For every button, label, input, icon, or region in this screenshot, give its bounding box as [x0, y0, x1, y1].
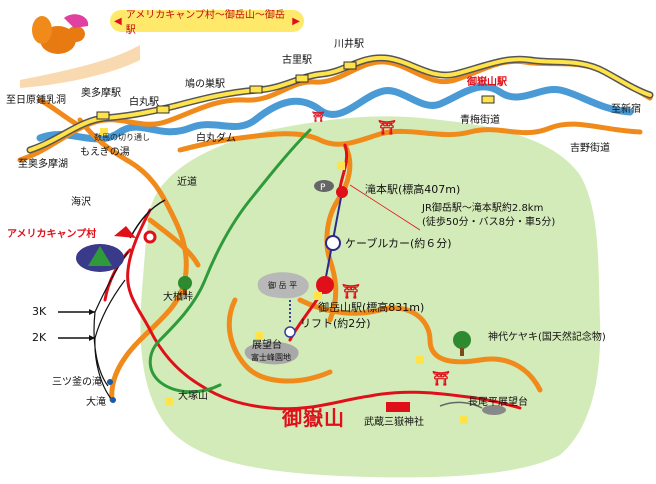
mascot-squirrel-icon [20, 14, 140, 88]
torii-icon: ⛩ ⛩ ⛩ ⛩ [312, 110, 450, 387]
map-title-banner: ◀ アメリカキャンプ村〜御岳山〜御岳駅 ▶ [110, 10, 304, 36]
mitake-taira-label: 御 岳 平 [268, 281, 298, 290]
hatonosu-station-label: 鳩の巣駅 [185, 79, 225, 90]
mountain-area [140, 116, 601, 478]
kori-station-label: 古里駅 [282, 55, 312, 66]
musashi-shrine-label: 武蔵三嶽神社 [364, 417, 424, 428]
roads [17, 58, 653, 403]
nagaodaira-pad [482, 405, 506, 415]
direction-shinjuku: 至新宿 [611, 104, 641, 115]
tent-icon [76, 226, 136, 272]
station-icon [343, 61, 357, 70]
cable-info-line1: JR御岳駅〜滝本駅約2.8km [422, 203, 544, 214]
info-leader [349, 184, 421, 231]
title-right-arrow: ▶ [292, 15, 300, 27]
distance-curves [93, 251, 129, 401]
railway [26, 54, 654, 154]
shortcut-sign-label: 数馬の切り通し [94, 133, 150, 142]
green-trail [148, 128, 312, 394]
title-left-arrow: ◀ [114, 15, 122, 27]
map-title: アメリカキャンプ村〜御岳山〜御岳駅 [125, 10, 285, 36]
nagaodaira-label: 長尾平展望台 [468, 397, 528, 408]
svg-text:⛩: ⛩ [342, 283, 360, 300]
keyaki-label: 神代ケヤキ(国天然記念物) [488, 332, 606, 343]
station-icon [249, 85, 263, 94]
mitsukama-marker [107, 379, 113, 385]
fujimine-label: 富士峰園地 [251, 353, 291, 362]
svg-text:⛩: ⛩ [378, 119, 396, 136]
station-icon [156, 105, 170, 114]
moegi-onsen-label: もえぎの湯 [80, 147, 130, 158]
tree-icon [178, 276, 471, 356]
station-icon [96, 111, 110, 120]
shortcut-label: 近道 [177, 177, 197, 188]
tama-river [36, 83, 634, 143]
toilet-icon [100, 128, 468, 424]
parking-icon: P [314, 180, 334, 193]
shiromaru-station-label: 白丸駅 [129, 97, 159, 108]
direction-okutamako: 至奥多摩湖 [18, 159, 68, 170]
distance-3k-label: 3K [32, 305, 47, 318]
cable-info-line2: (徒歩50分・バス8分・車5分) [422, 217, 556, 228]
tenbodai-label: 展望台 [252, 340, 282, 351]
camp-label: アメリカキャンプ村 [7, 229, 97, 240]
otsukayama-label: 大塚山 [178, 391, 208, 402]
otaki-marker [110, 397, 116, 403]
lift-end [284, 326, 296, 338]
takimoto-label: 滝本駅(標高407m) [365, 183, 461, 196]
cablecar-label: ケーブルカー(約６分) [345, 237, 452, 250]
onaragi-pass-label: 大楢峠 [163, 292, 193, 303]
ome-kaido-label: 青梅街道 [460, 115, 500, 126]
lift-label: リフト(約2分) [300, 317, 371, 330]
shortcut-path [129, 199, 166, 239]
station-icon [481, 95, 495, 104]
mitsukama-falls-label: 三ツ釜の滝 [52, 377, 102, 388]
mitakesan-station-label: 御嶽山駅 [467, 77, 507, 88]
distance-2k-label: 2K [32, 331, 47, 344]
okutama-station-label: 奥多摩駅 [81, 88, 121, 99]
svg-text:P: P [320, 183, 326, 193]
svg-text:⛩: ⛩ [312, 110, 325, 123]
station-icon [295, 74, 309, 83]
otaki-label: 大滝 [86, 397, 106, 408]
station-markers [96, 61, 495, 120]
svg-text:⛩: ⛩ [432, 370, 450, 387]
mitakesan-station-marker [316, 276, 334, 294]
shrine-icon [386, 402, 410, 412]
yoshino-kaido-label: 吉野街道 [570, 143, 610, 154]
kawai-station-label: 川井駅 [334, 39, 364, 50]
fuji-plateau [244, 341, 299, 365]
camp-marker [143, 230, 157, 244]
kaizawa-label: 海沢 [71, 197, 91, 208]
shiromaru-dam-label: 白丸ダム [196, 133, 236, 144]
mitakesan-cable-label: 御岳山駅(標高831m) [318, 301, 425, 314]
mitake-mountain-label: 御嶽山 [282, 406, 345, 430]
takimoto-station-marker [336, 186, 348, 198]
cable-midpoint [325, 235, 341, 251]
direction-nippara: 至日原鍾乳洞 [6, 95, 66, 106]
plateau-shadow [257, 272, 309, 299]
